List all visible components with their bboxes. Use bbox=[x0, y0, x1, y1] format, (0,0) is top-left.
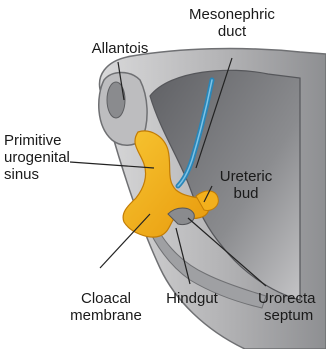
label-ureteric-bud: Ureteric bud bbox=[208, 168, 284, 202]
label-cloacal-membrane: Cloacal membrane bbox=[58, 290, 154, 324]
label-allantois: Allantois bbox=[70, 40, 170, 57]
label-hindgut: Hindgut bbox=[152, 290, 232, 307]
label-mesonephric-duct: Mesonephric duct bbox=[178, 6, 286, 40]
label-primitive-urogenital-sinus: Primitive urogenital sinus bbox=[4, 132, 114, 183]
label-urorectal-septum: Urorecta septum bbox=[258, 290, 326, 324]
